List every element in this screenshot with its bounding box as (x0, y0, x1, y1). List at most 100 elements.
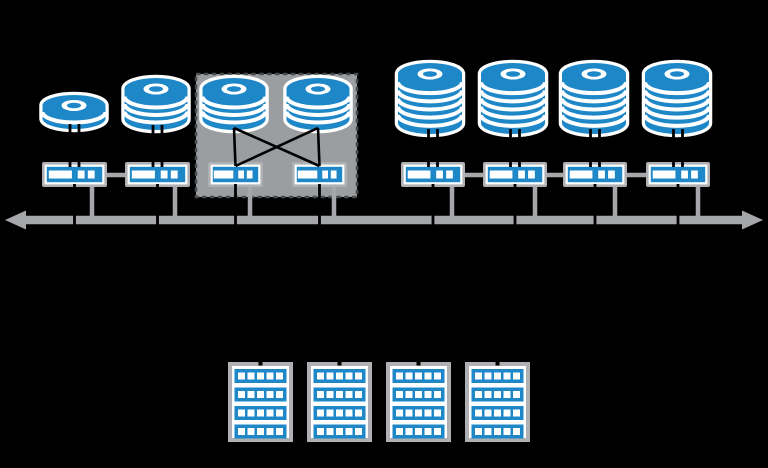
controller-link-line (627, 172, 646, 178)
storage-controller-icon (42, 162, 107, 187)
bus-line (24, 215, 744, 225)
controller-host-line (73, 184, 76, 225)
disk-controller-line (77, 124, 81, 167)
disk-array-icon (199, 74, 269, 134)
platter-separator (200, 111, 268, 125)
controller-bus-drop (695, 185, 701, 218)
platter-separator (396, 106, 464, 120)
disk-array-icon (394, 59, 466, 138)
controller-host-line (431, 184, 435, 225)
bus-arrow-left-icon (5, 210, 26, 230)
controller-link-line (547, 172, 563, 178)
disk-controller-line (436, 129, 439, 167)
rack-uplink-stub (258, 358, 263, 366)
platter-separator (643, 89, 711, 104)
platter-separator (479, 89, 547, 104)
storage-controller-icon (563, 162, 627, 187)
drive-slot (569, 170, 593, 179)
rack-uplink-stub (416, 358, 421, 366)
disk-controller-line (681, 129, 684, 167)
server-rack-icon (465, 362, 530, 442)
platter-separator (396, 98, 464, 112)
server-rack-icon (386, 362, 451, 442)
disk-controller-line (151, 125, 155, 167)
platter-separator (396, 81, 464, 96)
platter-separator (284, 96, 352, 110)
drive-slot (407, 170, 431, 179)
platter-separator (560, 106, 628, 120)
disk-controller-line (427, 129, 430, 167)
platter-separator (396, 114, 464, 128)
controller-host-line (318, 184, 321, 225)
disk-array-icon (121, 74, 191, 134)
platter-separator (643, 106, 711, 120)
controller-link-line (465, 172, 483, 178)
platter-separator (560, 114, 628, 128)
disk-controller-line (589, 129, 592, 167)
platter-separator (396, 89, 464, 104)
platter-separator (40, 111, 108, 125)
bus-arrow-right-icon (742, 210, 763, 230)
gray-connectors (89, 172, 701, 218)
server-rack-icon (228, 362, 293, 442)
storage-controller-icon (401, 162, 465, 187)
controller-bus-drop (449, 185, 455, 218)
controller-host-line (513, 184, 517, 225)
platter-separator (284, 111, 352, 125)
disk-controller-line (509, 129, 512, 167)
platter-separator (200, 103, 268, 117)
disk-controller-line (518, 129, 521, 167)
platter-separator (284, 103, 352, 117)
controller-bus-drop (89, 185, 95, 218)
server-rack-icon (307, 362, 372, 442)
backbone-bus (5, 210, 763, 230)
platter-separator (560, 81, 628, 96)
platter-separator (479, 81, 547, 96)
cross-connect-lines (232, 126, 321, 168)
platter-separator (200, 96, 268, 110)
controller-host-line (676, 184, 680, 225)
disk-array-icon (283, 74, 353, 134)
platter-separator (122, 96, 190, 110)
controller-bus-drop (172, 185, 178, 218)
disk-array-icon (558, 59, 630, 138)
storage-controller-icon (292, 162, 347, 187)
platter-separator (122, 103, 190, 117)
disk-array-icon (477, 59, 549, 138)
storage-controller-icon (208, 162, 263, 187)
controller-bus-drop (612, 185, 618, 218)
storage-controller-icon (646, 162, 710, 187)
controller-bus-drop (532, 185, 538, 218)
controller-host-line (156, 184, 159, 225)
controller-bus-drop (247, 185, 253, 218)
platter-separator (643, 81, 711, 96)
disk-controller-line (160, 125, 164, 167)
drive-slot (131, 170, 155, 179)
controller-bus-drop (331, 185, 337, 218)
drive-slot (213, 170, 234, 179)
platter-separator (122, 111, 190, 125)
storage-controller-icon (483, 162, 547, 187)
drive-slot (297, 170, 318, 179)
controller-host-line (593, 184, 597, 225)
platter-separator (560, 98, 628, 112)
disk-controller-line (598, 129, 601, 167)
controller-host-line (234, 184, 237, 225)
platter-separator (479, 106, 547, 120)
platter-separator (479, 114, 547, 128)
disk-controller-line (672, 129, 675, 167)
platter-separator (643, 98, 711, 112)
drive-slot (489, 170, 513, 179)
black-connectors (68, 124, 684, 366)
platter-separator (643, 114, 711, 128)
drive-slot (652, 170, 676, 179)
disk-controller-line (68, 124, 72, 167)
rack-uplink-stub (495, 358, 500, 366)
storage-controller-icon (125, 162, 190, 187)
platter-separator (560, 89, 628, 104)
disk-array-icon (641, 59, 713, 138)
drive-slot (48, 170, 72, 179)
controller-link-line (107, 172, 125, 178)
